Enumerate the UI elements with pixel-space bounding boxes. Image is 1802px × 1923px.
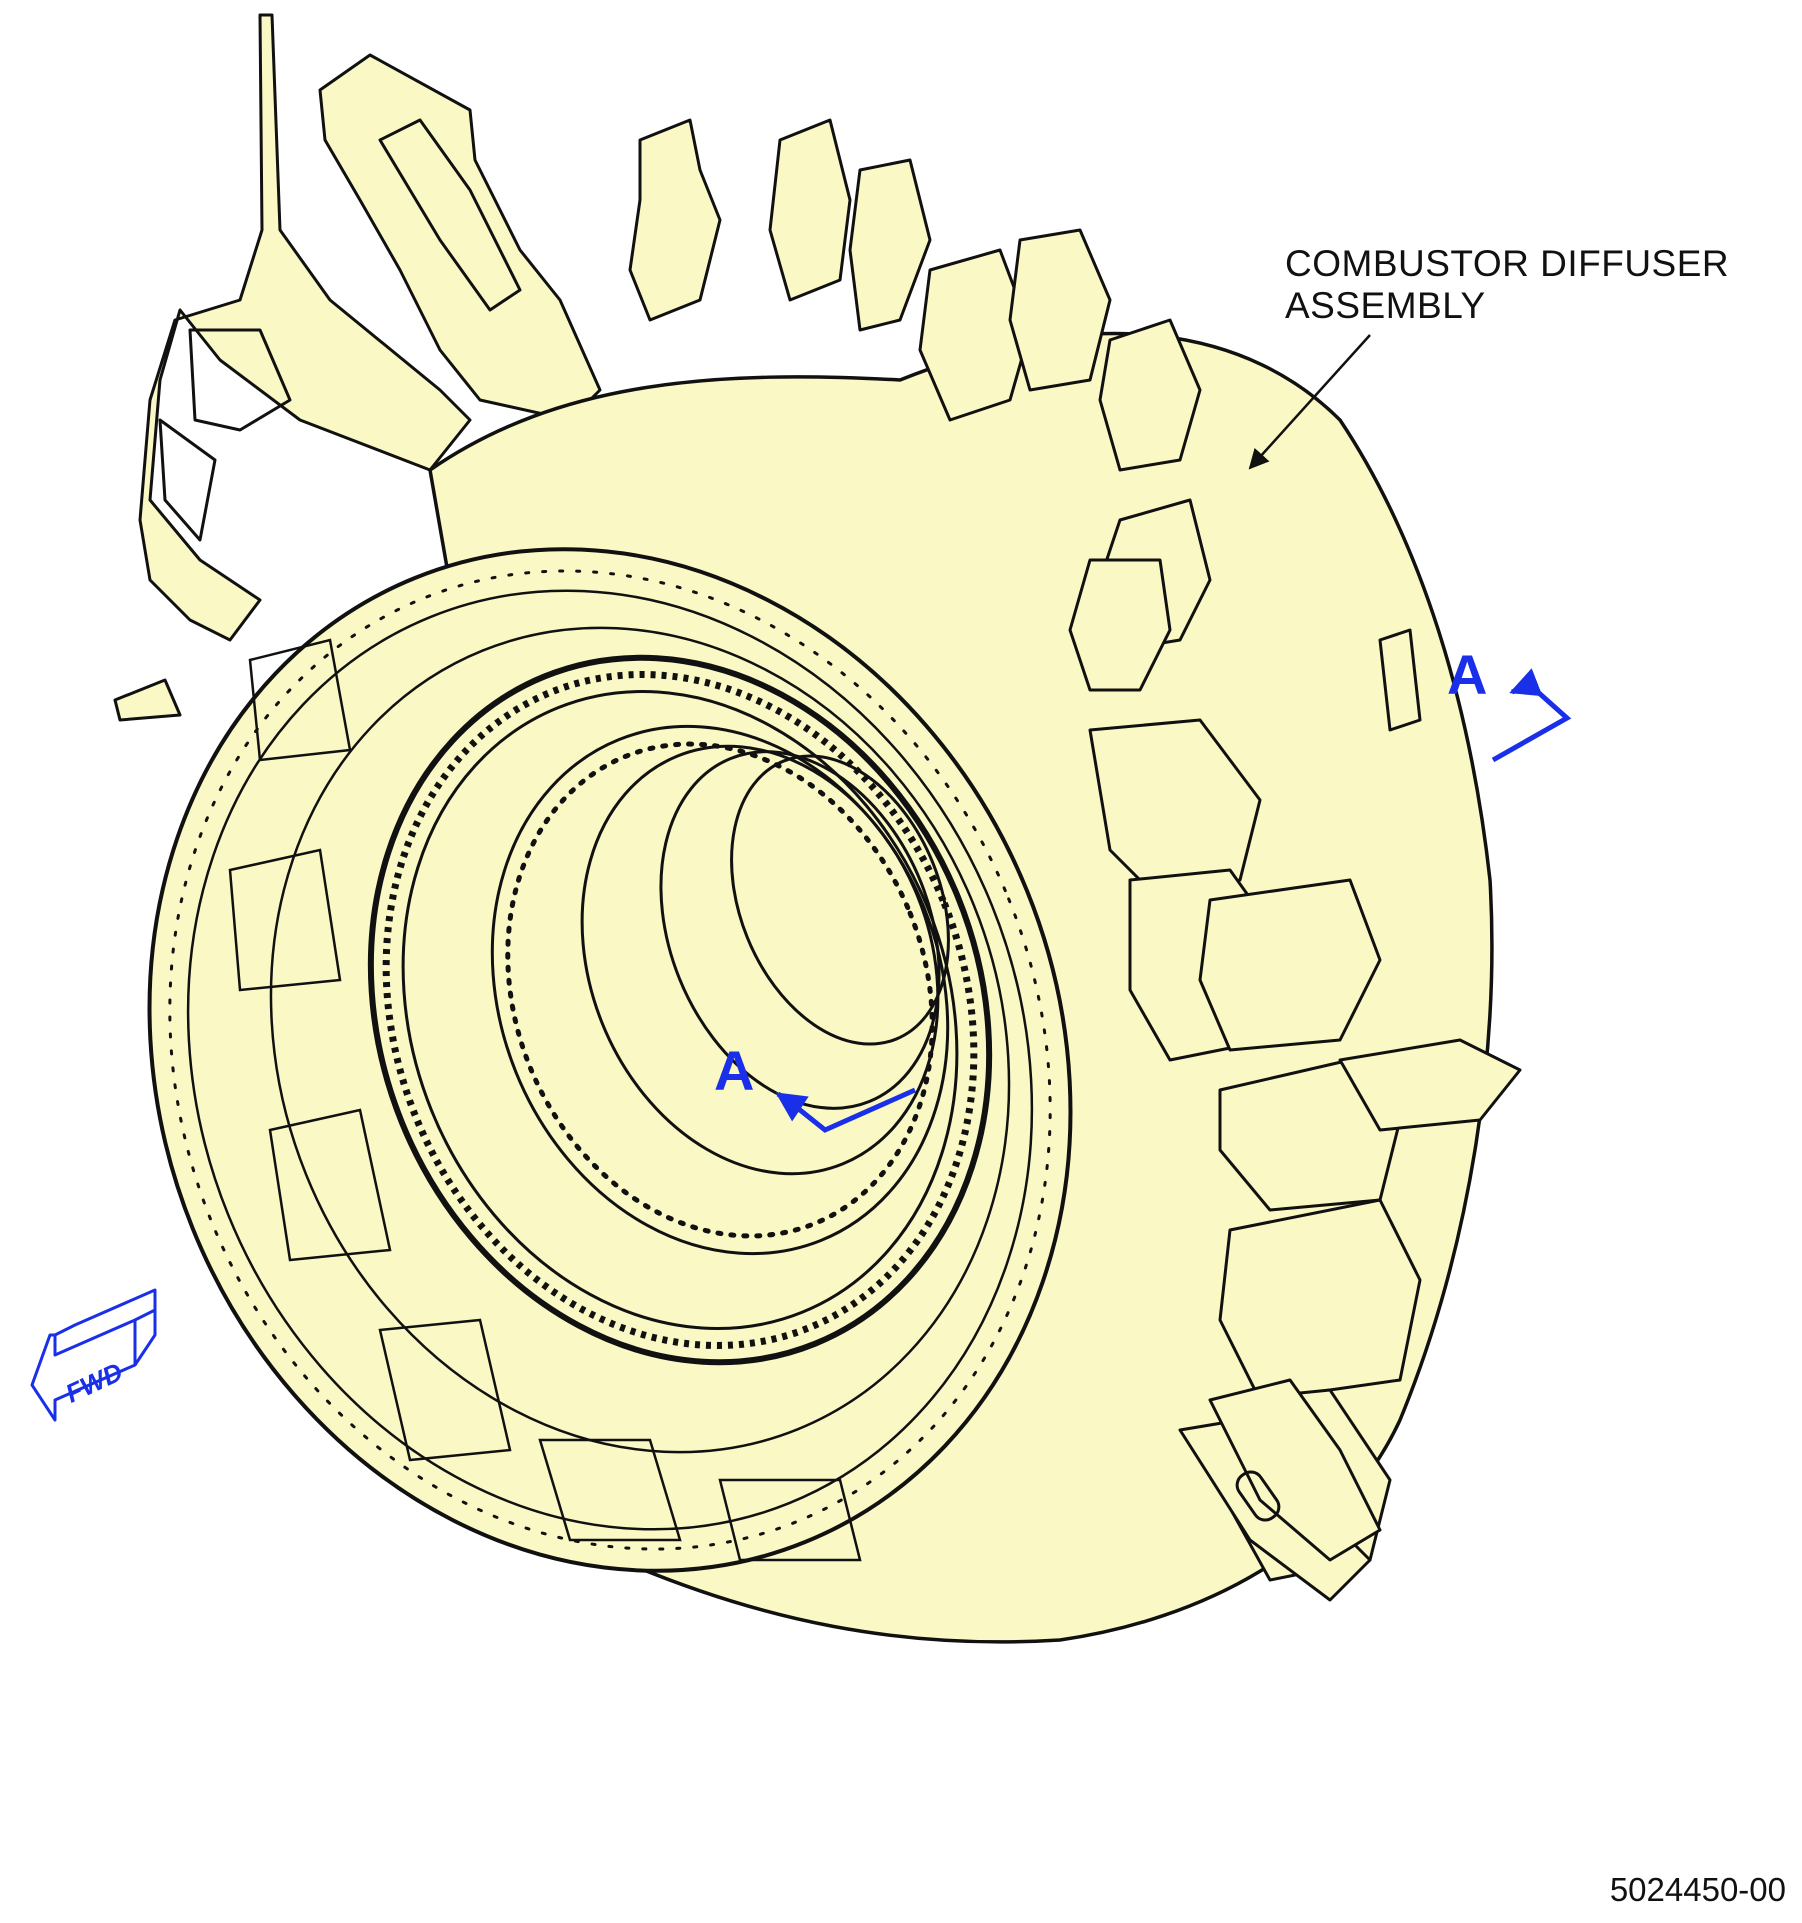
fwd-label: FWD <box>61 1356 128 1408</box>
callout-line-1: COMBUSTOR DIFFUSER <box>1285 243 1730 284</box>
section-arrow-left <box>775 1087 917 1133</box>
figure-number: 5024450-00 <box>1609 1871 1786 1908</box>
left-support-bracket <box>113 13 472 722</box>
fwd-direction-arrow: FWD <box>30 1288 157 1422</box>
callout-leader-arrow <box>1248 334 1371 470</box>
fuel-nozzle-fittings <box>628 118 1522 1602</box>
section-label-a-left: A <box>714 1039 755 1102</box>
callout-line-2: ASSEMBLY <box>1285 285 1486 326</box>
section-arrow-right <box>1491 668 1572 763</box>
bottom-mount-bracket <box>1208 1378 1382 1562</box>
combustor-diffuser-callout: COMBUSTOR DIFFUSER ASSEMBLY <box>1285 243 1729 327</box>
section-label-a-right: A <box>1447 643 1488 706</box>
inner-bore <box>490 724 950 1256</box>
